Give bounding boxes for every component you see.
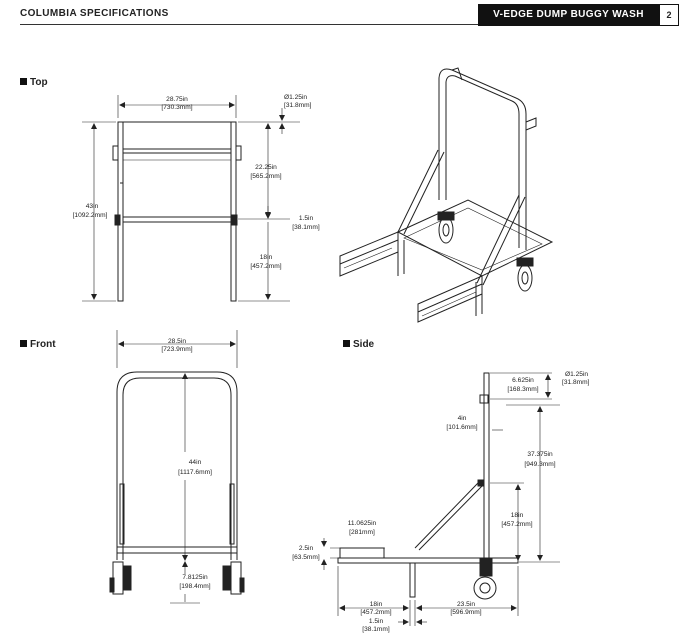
side-brace-mm: [457.2mm] (501, 521, 532, 528)
side-height-mm: [949.3mm] (524, 461, 555, 468)
side-top-offset-label: 6.625in (512, 377, 534, 384)
side-pad-height-mm: [63.5mm] (292, 554, 320, 561)
section-front-heading: Front (20, 339, 56, 350)
document-title: V-EDGE DUMP BUGGY WASH RACK (478, 4, 659, 42)
side-tube-mm: [31.8mm] (562, 379, 590, 386)
front-view-drawing (109, 371, 245, 595)
section-top-heading: Top (20, 77, 48, 88)
top-width-mm: [730.3mm] (161, 104, 192, 111)
header-rule (20, 24, 478, 25)
top-lower-mm: [457.2mm] (250, 263, 281, 270)
front-width-mm: [723.9mm] (161, 346, 192, 353)
side-front-label: 18in (370, 601, 383, 608)
side-pad-height-label: 2.5in (299, 545, 314, 552)
front-height-label: 44in (189, 459, 202, 466)
side-height-label: 37.375in (527, 451, 553, 458)
brand-title: COLUMBIA SPECIFICATIONS (20, 8, 169, 19)
section-side-heading: Side (343, 339, 374, 350)
top-lower-label: 18in (260, 254, 273, 261)
top-view-dimensions (82, 95, 300, 302)
front-bottom-mm: [198.4mm] (179, 583, 210, 590)
top-height-mm: [1092.2mm] (73, 212, 108, 219)
side-pad-mm: [281mm] (349, 529, 375, 536)
top-height-label: 43in (86, 203, 99, 210)
isometric-rack-drawing (339, 67, 554, 323)
top-upper-mm: [565.2mm] (250, 173, 281, 180)
top-rail-mm: [38.1mm] (292, 224, 320, 231)
side-gap-mm: [101.6mm] (446, 424, 477, 431)
page-number: 2 (659, 4, 679, 26)
side-view-dimensions (321, 372, 560, 626)
side-tube-label: Ø1.25in (565, 371, 588, 378)
top-rail-label: 1.5in (299, 215, 314, 222)
front-view-dimensions (116, 330, 238, 604)
side-top-offset-mm: [168.3mm] (507, 386, 538, 393)
side-back-label: 23.5in (457, 601, 475, 608)
side-back-mm: [596.9mm] (450, 609, 481, 616)
side-brace-label: 18in (511, 512, 524, 519)
top-upper-label: 22.25in (255, 164, 277, 171)
side-rail-mm: [38.1mm] (362, 626, 390, 633)
front-height-mm: [1117.6mm] (178, 469, 212, 476)
front-width-label: 28.5in (168, 338, 186, 345)
side-pad-label: 11.0625in (348, 520, 377, 527)
front-bottom-label: 7.8125in (182, 574, 208, 581)
side-front-mm: [457.2mm] (360, 609, 391, 616)
top-width-label: 28.75in (166, 96, 188, 103)
top-view-drawing (112, 121, 242, 302)
side-gap-label: 4in (458, 415, 467, 422)
top-tube-mm: [31.8mm] (284, 102, 312, 109)
side-view-drawing (337, 372, 519, 600)
top-tube-label: Ø1.25in (284, 94, 307, 101)
side-rail-label: 1.5in (369, 618, 384, 625)
